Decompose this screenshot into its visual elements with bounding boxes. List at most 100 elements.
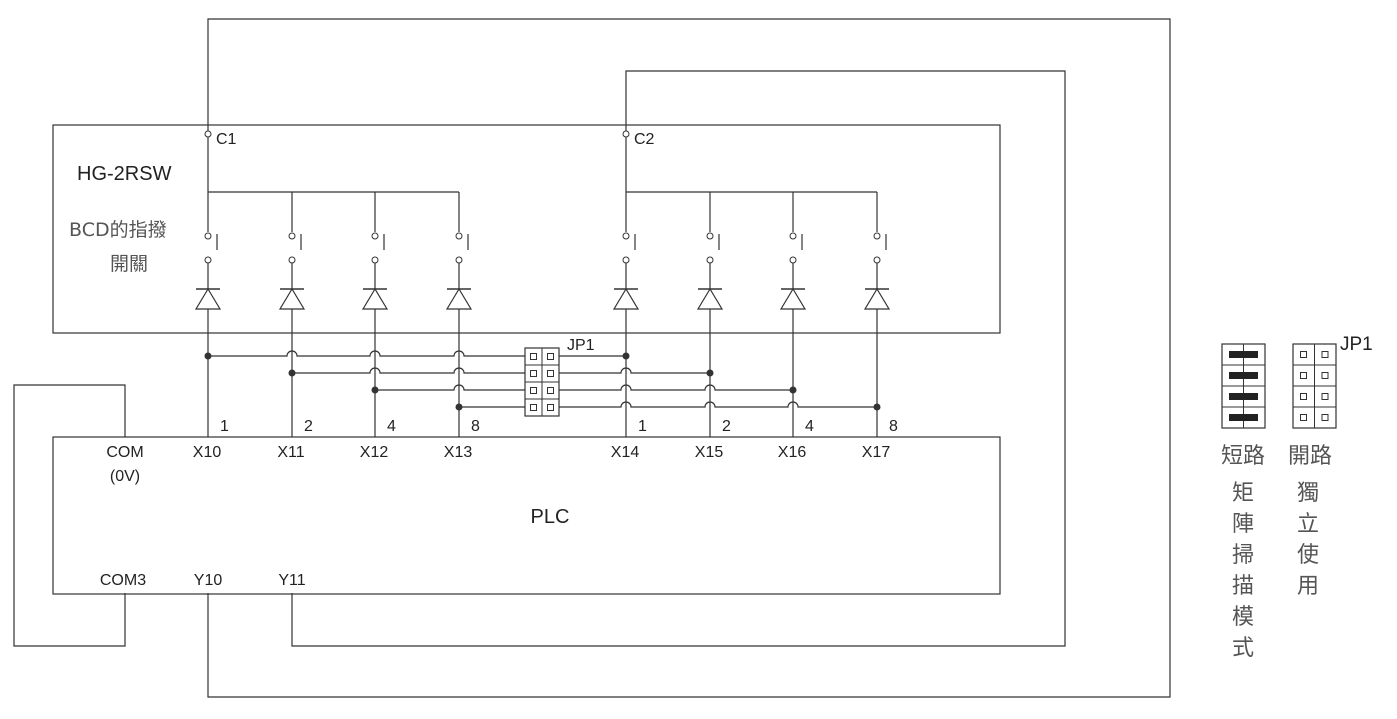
legend-open-pin	[1321, 414, 1329, 421]
jp1-pin	[530, 404, 537, 411]
junction-dot	[622, 352, 630, 360]
legend-short-jumper	[1221, 343, 1266, 429]
input-name-label: X12	[360, 444, 389, 461]
junction-dot	[288, 369, 296, 377]
diode-symbol	[445, 287, 473, 310]
input-name-label: X11	[277, 444, 304, 461]
legend-short-label: 短路	[1221, 444, 1265, 469]
c1-label: C1	[216, 131, 237, 148]
y11-label: Y11	[278, 572, 305, 589]
diode-symbol	[612, 287, 640, 310]
input-name-label: X15	[695, 444, 724, 461]
jp1-pin	[530, 353, 537, 360]
input-name-label: X16	[778, 444, 807, 461]
legend-open-pin	[1300, 393, 1307, 400]
switch-contact-bottom	[288, 256, 296, 264]
legend-title: JP1	[1340, 334, 1373, 355]
input-weight-label: 2	[304, 418, 313, 435]
junction-dot	[371, 386, 379, 394]
legend-open-label: 開路	[1288, 444, 1332, 469]
legend-open-pin	[1321, 351, 1329, 358]
switch-contact-top	[873, 232, 881, 240]
c1-bus-wire	[207, 137, 459, 232]
hg-2rsw-box	[52, 124, 1001, 334]
legend-open-mode-char: 使	[1297, 543, 1319, 568]
input-weight-label: 4	[805, 418, 814, 435]
jumper-crossing-wire	[459, 401, 877, 408]
c2-terminal	[622, 130, 630, 138]
legend-open-mode-char: 立	[1297, 512, 1319, 537]
legend-open-jumper	[1292, 343, 1337, 429]
legend-short-mode-char: 式	[1232, 636, 1254, 661]
switch-contact-bottom	[706, 256, 714, 264]
switch-contact-bottom	[622, 256, 630, 264]
com3-label: COM3	[100, 572, 146, 589]
diode-symbol	[194, 287, 222, 310]
legend-short-mode-char: 矩	[1232, 481, 1254, 506]
switch-contact-bottom	[371, 256, 379, 264]
jp1-pin	[547, 387, 554, 394]
jumper-crossing-wire	[375, 384, 793, 391]
c2-y11-loop-wire	[291, 70, 1066, 647]
input-weight-label: 2	[722, 418, 731, 435]
jumper-crossing-wire	[208, 350, 626, 357]
diode-symbol	[278, 287, 306, 310]
switch-column-group	[194, 192, 891, 437]
c2-bus-wire	[625, 137, 877, 232]
diode-symbol	[361, 287, 389, 310]
switch-contact-bottom	[873, 256, 881, 264]
hg-2rsw-title: HG-2RSW	[77, 163, 172, 185]
switch-contact-bottom	[204, 256, 212, 264]
switch-contact-top	[288, 232, 296, 240]
input-weight-label: 4	[387, 418, 396, 435]
switch-contact-top	[622, 232, 630, 240]
input-name-label: X14	[611, 444, 640, 461]
com-com3-loop-wire	[13, 384, 126, 647]
jp1-pin	[547, 404, 554, 411]
legend-open-pin	[1300, 372, 1307, 379]
switch-contact-bottom	[789, 256, 797, 264]
jp1-pin	[530, 370, 537, 377]
switch-contact-top	[204, 232, 212, 240]
input-name-label: X13	[444, 444, 473, 461]
switch-contact-top	[789, 232, 797, 240]
jumper-crossing-wire	[292, 367, 710, 374]
switch-contact-top	[706, 232, 714, 240]
switch-contact-top	[371, 232, 379, 240]
switch-contact-top	[455, 232, 463, 240]
input-weight-label: 1	[638, 418, 647, 435]
switch-contact-bottom	[455, 256, 463, 264]
jp1-connector	[524, 347, 560, 417]
jumper-wire-group	[204, 350, 881, 411]
jp1-pin	[530, 387, 537, 394]
jp1-pin	[547, 370, 554, 377]
com-label: COM	[106, 444, 143, 461]
legend-open-pin	[1300, 351, 1307, 358]
legend-short-mode-char: 陣	[1232, 512, 1254, 537]
plc-box	[52, 436, 1001, 595]
input-weight-label: 8	[471, 418, 480, 435]
legend-open-pin	[1321, 372, 1329, 379]
legend-short-mode-char: 描	[1232, 574, 1254, 599]
switch-label-line2: 開關	[110, 253, 148, 275]
legend-open-mode-char: 用	[1297, 574, 1319, 599]
diode-symbol	[696, 287, 724, 310]
legend-short-mode-char: 模	[1232, 605, 1254, 630]
legend-open-mode-char: 獨	[1297, 481, 1319, 506]
c1-y10-loop-wire	[207, 18, 1171, 698]
diode-symbol	[863, 287, 891, 310]
input-name-label: X17	[862, 444, 891, 461]
com-0v-label: (0V)	[110, 468, 140, 485]
legend-short-mode-char: 掃	[1232, 543, 1254, 568]
junction-dot	[706, 369, 714, 377]
junction-dot	[455, 403, 463, 411]
diode-symbol	[779, 287, 807, 310]
legend-open-pin	[1321, 393, 1329, 400]
y10-label: Y10	[194, 572, 223, 589]
c1-terminal	[204, 130, 212, 138]
